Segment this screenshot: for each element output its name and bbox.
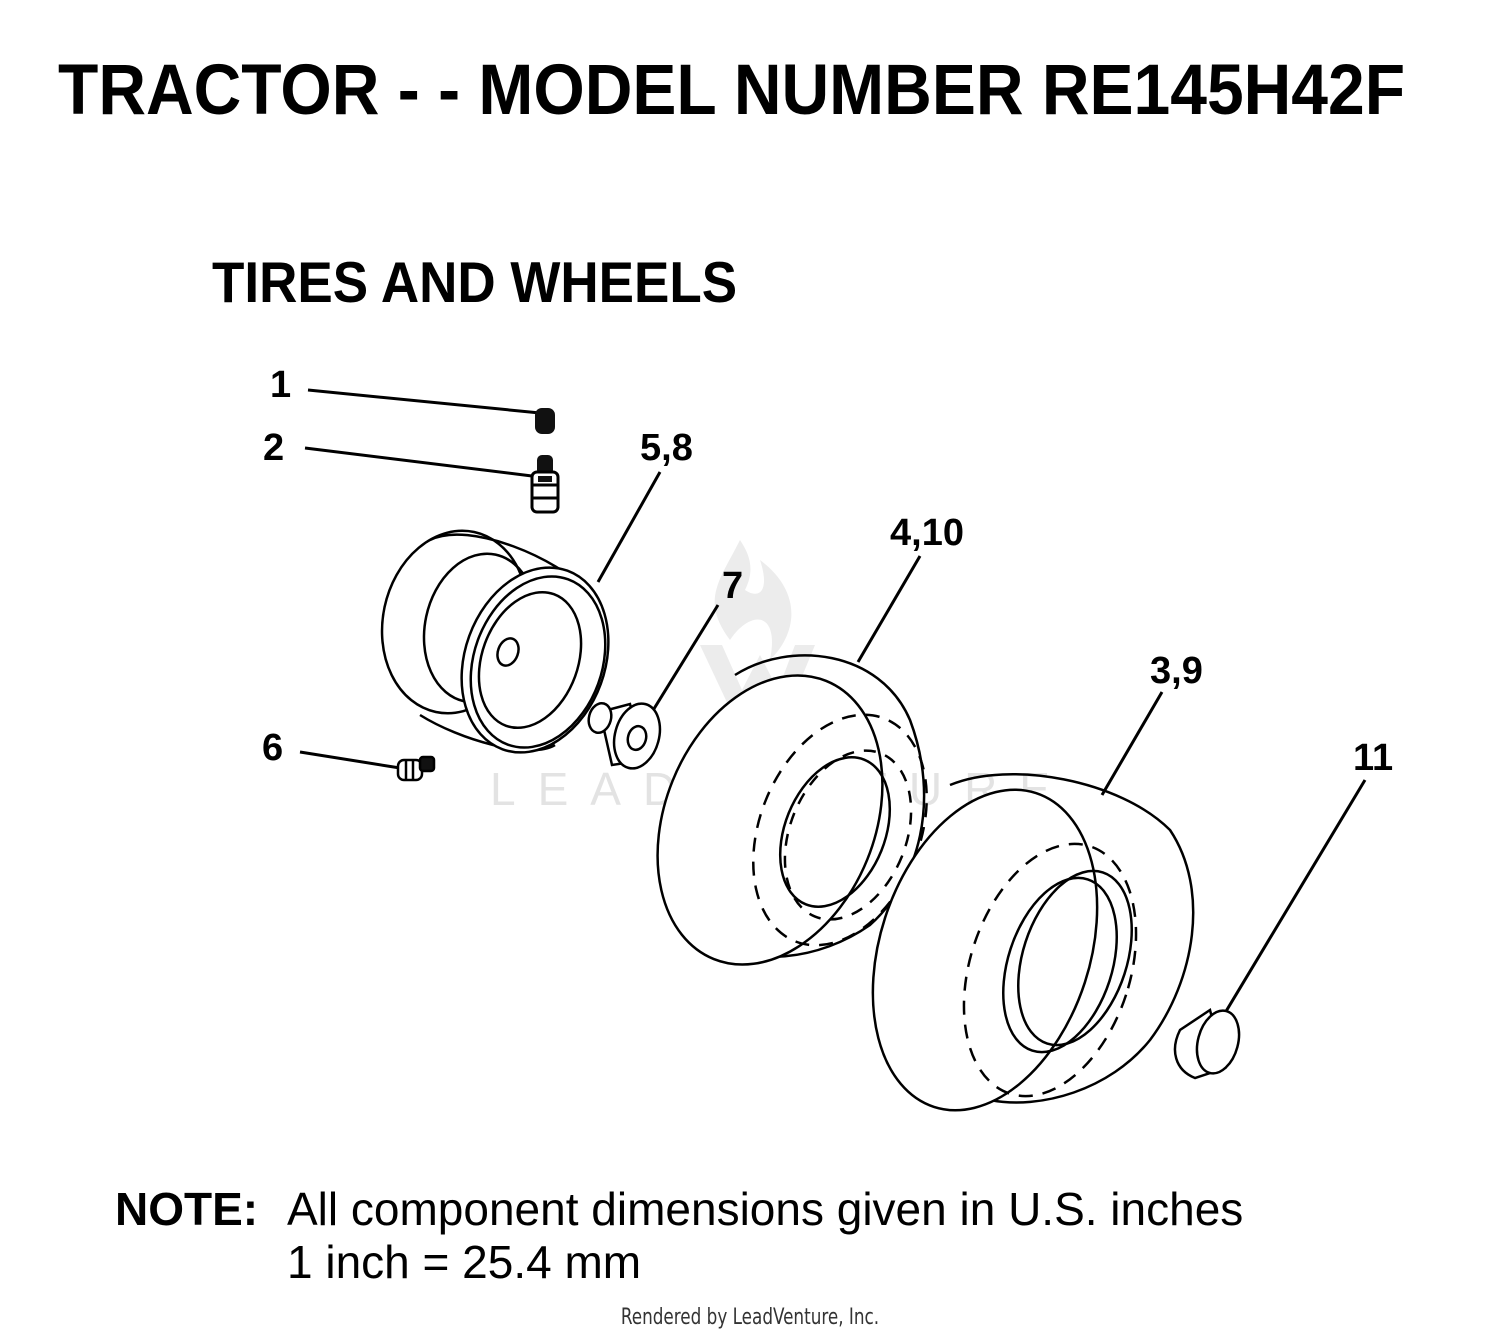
leader-line-1 (307, 388, 541, 415)
note-text: All component dimensions given in U.S. i… (287, 1183, 1244, 1235)
section-title: TIRES AND WHEELS (212, 251, 738, 315)
wheel-rim (380, 529, 610, 754)
leader-line-6 (299, 750, 401, 770)
leader-line-39 (1100, 691, 1164, 796)
callout-2: 2 (263, 427, 284, 469)
tire-rear (871, 773, 1195, 1112)
callout-4-10: 4,10 (890, 512, 964, 554)
note-line-1: NOTE: All component dimensions given in U… (115, 1183, 1243, 1235)
callout-3-9: 3,9 (1150, 650, 1203, 692)
leader-lines (299, 388, 1367, 1019)
valve-stem (530, 455, 560, 514)
leader-line-58 (596, 471, 662, 583)
callout-6: 6 (262, 727, 283, 769)
bushing (587, 701, 662, 770)
callout-5-8: 5,8 (640, 427, 693, 469)
watermark-flame-icon (714, 540, 792, 660)
valve-cap (535, 408, 555, 434)
leader-line-2 (304, 446, 541, 479)
page-title: TRACTOR - - MODEL NUMBER RE145H42F (58, 49, 1406, 129)
note-label: NOTE: (115, 1183, 259, 1235)
leader-line-410 (856, 555, 922, 663)
leader-line-7 (650, 604, 720, 713)
leader-line-11 (1220, 779, 1367, 1019)
lug-screw (396, 755, 436, 782)
callout-1: 1 (270, 364, 291, 406)
callout-7: 7 (722, 565, 743, 607)
footer-credit: Rendered by LeadVenture, Inc. (620, 1305, 880, 1330)
hub-cap (1173, 1007, 1241, 1080)
callout-11: 11 (1353, 737, 1393, 779)
note-line-2: 1 inch = 25.4 mm (287, 1236, 642, 1288)
